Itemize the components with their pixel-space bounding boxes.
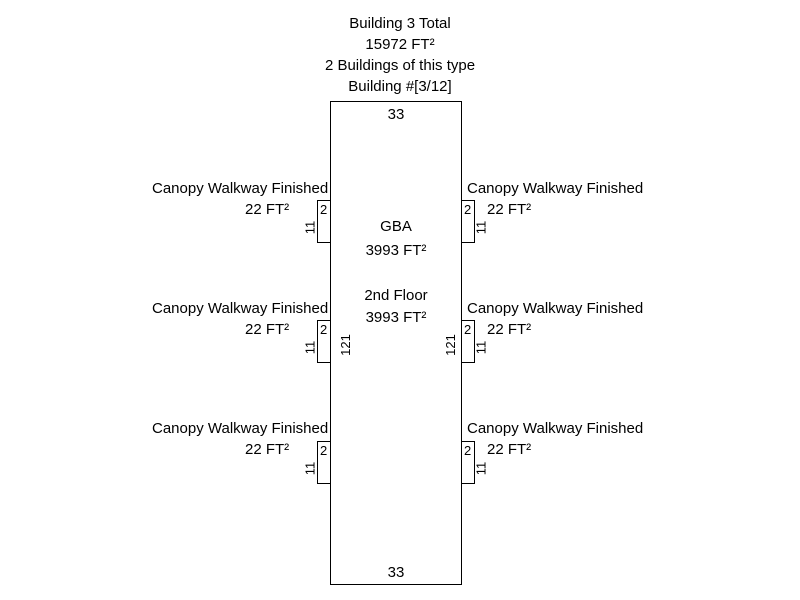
canopy-height-dim: 11: [473, 340, 489, 355]
canopy-area: 22 FT²: [487, 321, 532, 338]
canopy-rect: [461, 200, 475, 243]
building-right-dim: 121: [443, 334, 458, 356]
canopy-label: Canopy Walkway Finished: [467, 420, 644, 437]
canopy-width-dim: 2: [464, 322, 472, 337]
canopy-height-dim: 11: [302, 340, 318, 355]
gba-area: 3993 FT²: [365, 242, 427, 259]
canopy-height-dim: 11: [473, 220, 489, 235]
canopy-height-dim: 11: [302, 461, 318, 476]
canopy-width-dim: 2: [320, 202, 328, 217]
canopy-area: 22 FT²: [245, 441, 290, 458]
header-total-area: 15972 FT²: [365, 36, 435, 53]
canopy-label: Canopy Walkway Finished: [467, 180, 644, 197]
canopy-label: Canopy Walkway Finished: [467, 300, 644, 317]
canopy-rect: [317, 441, 331, 484]
gba-label: GBA: [380, 218, 412, 235]
header-building-count: 2 Buildings of this type: [324, 57, 476, 74]
floor-label: 2nd Floor: [364, 287, 428, 304]
canopy-width-dim: 2: [320, 443, 328, 458]
header-title: Building 3 Total: [349, 15, 451, 32]
canopy-label: Canopy Walkway Finished: [152, 300, 329, 317]
canopy-area: 22 FT²: [245, 201, 290, 218]
canopy-area: 22 FT²: [487, 441, 532, 458]
header-building-number: Building #[3/12]: [348, 78, 452, 95]
canopy-height-dim: 11: [302, 220, 318, 235]
canopy-height-dim: 11: [473, 461, 489, 476]
canopy-area: 22 FT²: [245, 321, 290, 338]
canopy-area: 22 FT²: [487, 201, 532, 218]
canopy-label: Canopy Walkway Finished: [152, 180, 329, 197]
canopy-rect: [461, 320, 475, 363]
canopy-width-dim: 2: [320, 322, 328, 337]
canopy-width-dim: 2: [464, 443, 472, 458]
building-bottom-dim: 33: [387, 564, 405, 581]
floor-area: 3993 FT²: [365, 309, 427, 326]
building-top-dim: 33: [387, 106, 405, 123]
canopy-rect: [317, 200, 331, 243]
canopy-label: Canopy Walkway Finished: [152, 420, 329, 437]
canopy-rect: [317, 320, 331, 363]
canopy-width-dim: 2: [464, 202, 472, 217]
building-outline: [330, 101, 462, 585]
canopy-rect: [461, 441, 475, 484]
building-left-dim: 121: [338, 334, 353, 356]
